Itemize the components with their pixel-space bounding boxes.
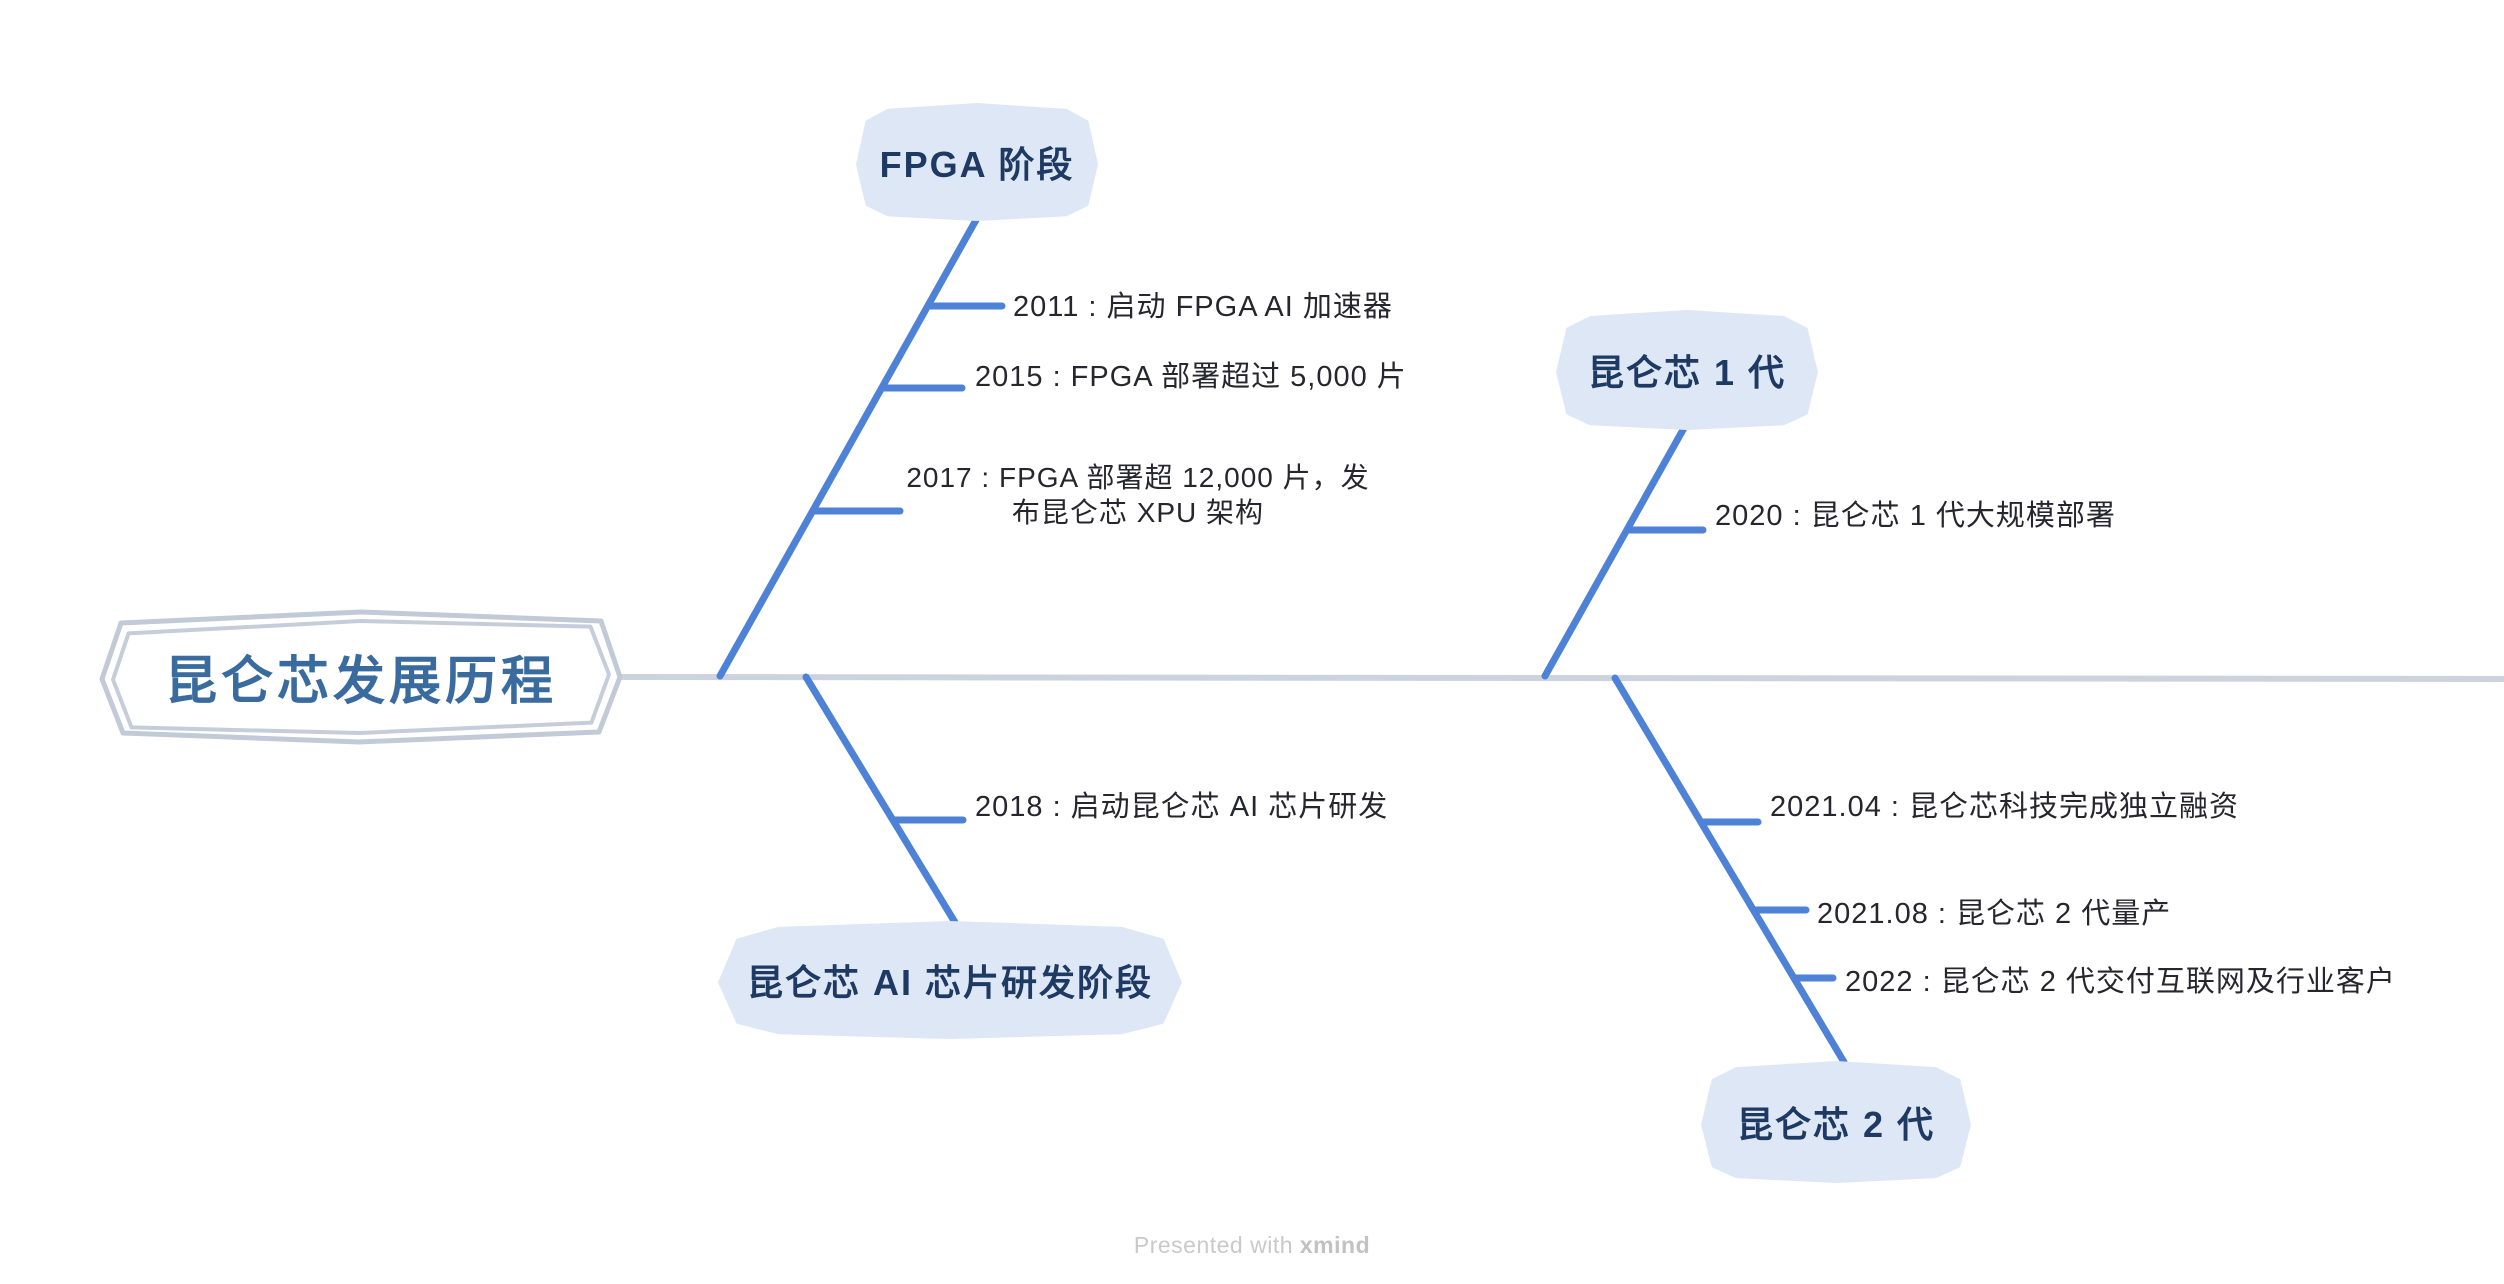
watermark: Presented with xmind (0, 1232, 2504, 1259)
watermark-prefix: Presented with (1133, 1232, 1300, 1258)
stage-node-rd[interactable]: 昆仑芯 AI 芯片研发阶段 (718, 921, 1182, 1039)
topic-2018[interactable]: 2018 : 启动昆仑芯 AI 芯片研发 (975, 791, 1389, 823)
root-node-border (99, 609, 623, 745)
branch-line-gen1 (1541, 424, 1688, 680)
topic-2022[interactable]: 2022 : 昆仑芯 2 代交付互联网及行业客户 (1845, 966, 2396, 998)
watermark-brand: xmind (1299, 1232, 1371, 1258)
root-node-label: 昆仑芯发展历程 (164, 653, 557, 711)
stage-node-fpga-label: FPGA 阶段 (879, 144, 1075, 185)
stage-node-gen2-label: 昆仑芯 2 代 (1736, 1104, 1936, 1145)
topic-2021-04[interactable]: 2021.04 : 昆仑芯科技完成独立融资 (1770, 791, 2239, 823)
spine-line (595, 674, 2504, 682)
topic-2020[interactable]: 2020 : 昆仑芯 1 代大规模部署 (1715, 500, 2116, 532)
topic-2017[interactable]: 2017 : FPGA 部署超 12,000 片，发布昆仑芯 XPU 架构 (906, 462, 1370, 528)
stage-node-rd-label: 昆仑芯 AI 芯片研发阶段 (746, 962, 1153, 1003)
stage-node-gen2[interactable]: 昆仑芯 2 代 (1701, 1061, 1971, 1183)
branch-line-rd (802, 673, 960, 928)
topic-2015[interactable]: 2015 : FPGA 部署超过 5,000 片 (975, 361, 1407, 393)
stage-node-gen1-label: 昆仑芯 1 代 (1587, 352, 1787, 393)
stage-node-fpga[interactable]: FPGA 阶段 (856, 103, 1098, 221)
topic-2021-08[interactable]: 2021.08 : 昆仑芯 2 代量产 (1817, 898, 2172, 930)
branch-line-fpga (716, 216, 980, 680)
stage-node-gen1[interactable]: 昆仑芯 1 代 (1556, 310, 1818, 430)
root-node[interactable]: 昆仑芯发展历程 (99, 607, 623, 746)
branch-line-gen2 (1611, 674, 1848, 1066)
topic-2011[interactable]: 2011 : 启动 FPGA AI 加速器 (1013, 291, 1393, 323)
